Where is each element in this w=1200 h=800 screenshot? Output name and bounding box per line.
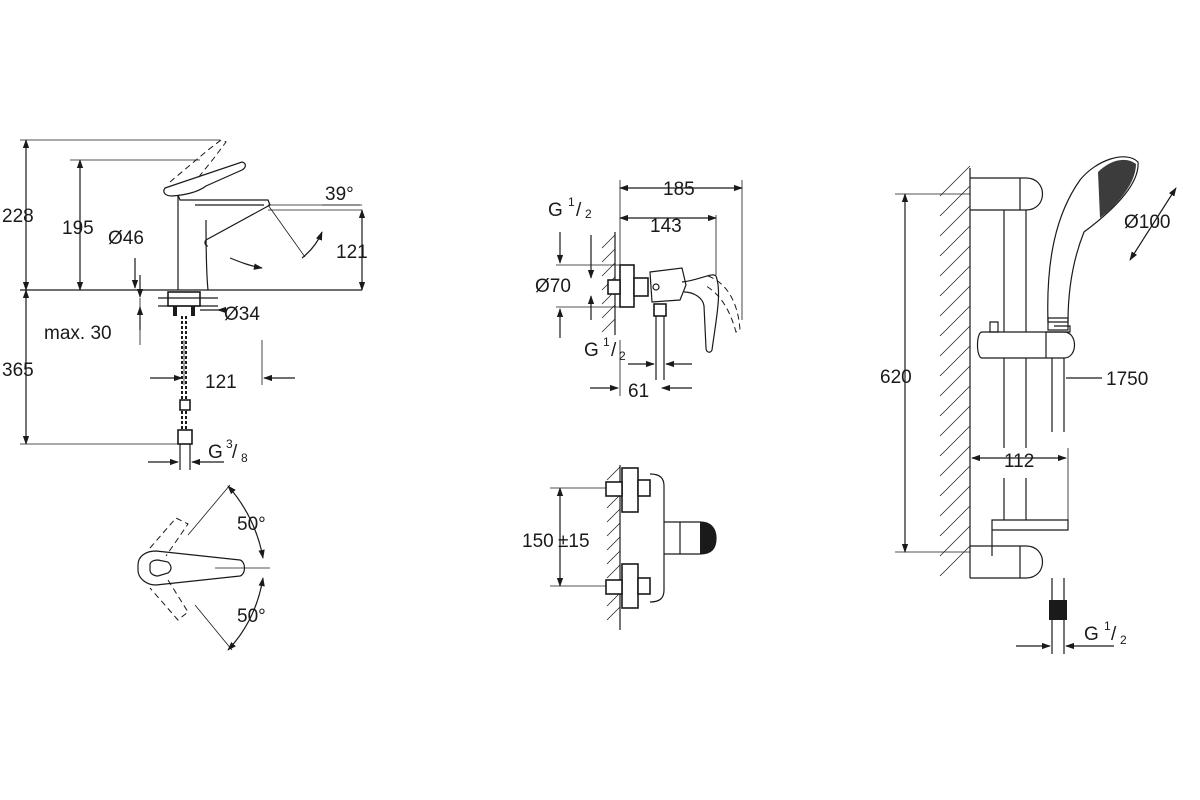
shower-mixer-rosette: Ø70 <box>535 276 571 297</box>
basin-lever-angle-top: 50° <box>237 514 266 535</box>
shower-set-head-diameter: Ø100 <box>1124 212 1170 233</box>
shower-mixer-body-width: 143 <box>650 216 682 237</box>
svg-text:/: / <box>1111 624 1117 645</box>
shower-set: 620 Ø100 1750 112 G 1 / 2 <box>880 156 1177 654</box>
svg-text:/: / <box>611 340 617 361</box>
svg-text:/: / <box>232 442 238 463</box>
basin-connection-den: 8 <box>241 451 248 465</box>
basin-mixer-side-view: 228 195 Ø46 39° 121 Ø34 max. 30 365 121 … <box>2 139 368 470</box>
basin-body-diameter: Ø46 <box>108 228 144 249</box>
shower-set-rail-height: 620 <box>880 367 912 388</box>
shower-mixer-outlet-den: 2 <box>619 349 626 363</box>
basin-max-deck: max. 30 <box>44 323 112 344</box>
basin-spout-height: 195 <box>62 218 94 239</box>
shower-set-projection: 112 <box>1004 451 1034 472</box>
basin-mixer-top-view: 50° 50° <box>137 484 270 651</box>
shower-mixer-outlet-num: 1 <box>603 335 610 349</box>
basin-spout-clearance: 121 <box>336 242 368 263</box>
shower-mixer-inlet-den: 2 <box>585 207 592 221</box>
shower-mixer-side-view: 185 143 G 1 / 2 Ø70 G 1 / 2 61 <box>535 179 743 402</box>
shower-set-connection-prefix: G <box>1084 624 1099 645</box>
shower-mixer-centers: 150 <box>522 531 554 552</box>
basin-connection-num: 3 <box>226 437 233 451</box>
basin-total-height: 228 <box>2 206 34 227</box>
basin-spout-reach: 121 <box>205 372 237 393</box>
basin-hose-length: 365 <box>2 360 34 381</box>
shower-mixer-total-width: 185 <box>663 179 695 200</box>
shower-mixer-inlet-prefix: G <box>548 200 563 221</box>
shower-set-connection-num: 1 <box>1104 619 1111 633</box>
shower-mixer-centers-tolerance: ±15 <box>558 531 590 552</box>
basin-thread-diameter: Ø34 <box>224 304 260 325</box>
shower-set-connection-den: 2 <box>1120 633 1127 647</box>
basin-connection-prefix: G <box>208 442 223 463</box>
svg-text:/: / <box>576 200 582 221</box>
shower-mixer-outlet-offset: 61 <box>628 381 649 402</box>
shower-mixer-front-view: 150 ±15 <box>522 465 717 630</box>
shower-mixer-outlet-prefix: G <box>584 340 599 361</box>
shower-set-hose-length: 1750 <box>1106 369 1148 390</box>
shower-mixer-inlet-num: 1 <box>568 195 575 209</box>
basin-lever-angle-bottom: 50° <box>237 606 266 627</box>
basin-spout-angle: 39° <box>325 184 354 205</box>
